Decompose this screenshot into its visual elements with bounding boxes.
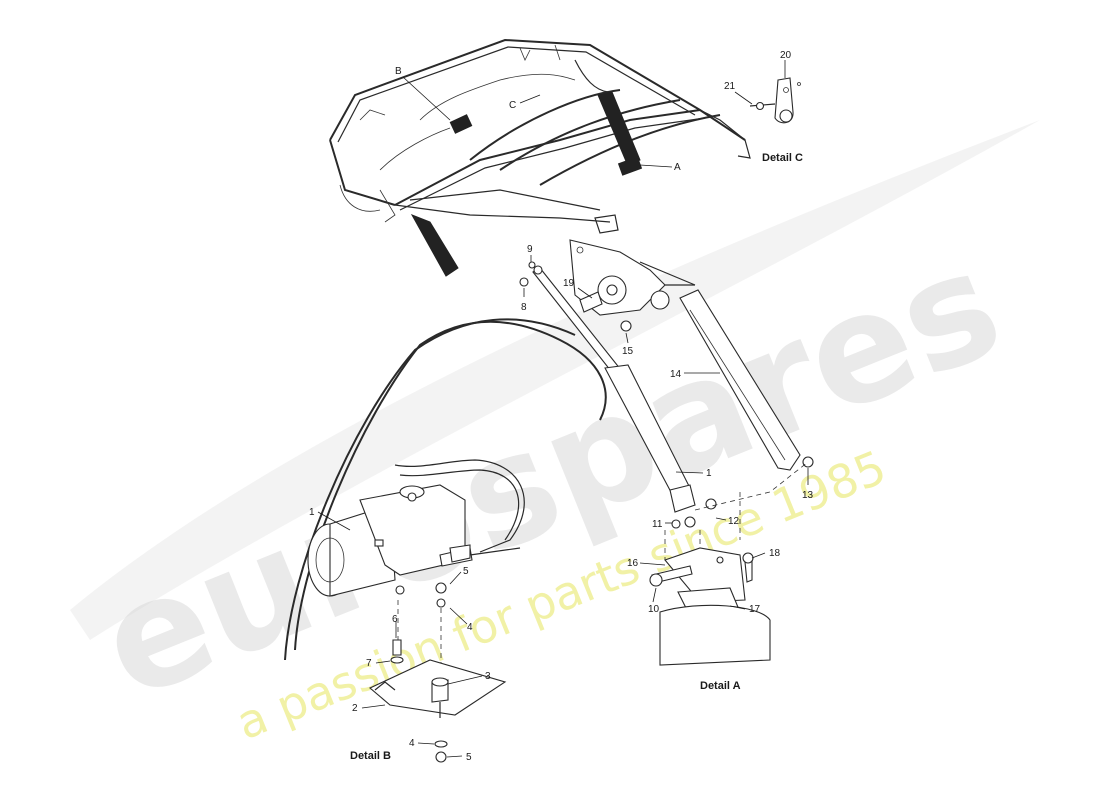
callout-6: 6 [392,614,398,625]
callout-4-lower: 4 [409,738,415,749]
detail-a-linkage [519,239,814,666]
callout-4-upper: 4 [467,622,473,633]
callout-labels: B C A 20 21 Detail C 9 8 19 15 14 1 13 1… [309,50,814,763]
watermark-swoosh [70,120,1040,640]
callout-19: 19 [563,278,575,289]
callout-1-pump: 1 [309,507,315,518]
hood-frame [329,38,751,277]
callout-c: C [509,100,516,111]
detail-a-label: Detail A [700,680,741,692]
callout-11: 11 [652,519,663,530]
detail-b-pump [307,484,507,763]
callout-1-ram: 1 [706,468,712,479]
detail-c-clip [749,77,801,124]
callout-7: 7 [366,658,372,669]
callout-a: A [674,162,681,173]
callout-20: 20 [780,50,792,61]
callout-3: 3 [485,671,491,682]
detail-c-label: Detail C [762,152,803,164]
callout-5-upper: 5 [463,566,469,577]
callout-15: 15 [622,346,634,357]
callout-5-lower: 5 [466,752,472,763]
callout-16: 16 [627,558,639,569]
callout-2: 2 [352,703,358,714]
callout-21: 21 [724,81,736,92]
detail-b-label: Detail B [350,750,391,762]
callout-17: 17 [749,604,761,615]
watermark: eurospares a passion for parts since 198… [70,120,1040,750]
callout-10: 10 [648,604,660,615]
callout-18: 18 [769,548,781,559]
callout-b: B [395,66,402,77]
callout-9: 9 [527,244,533,255]
callout-13: 13 [802,490,814,501]
callout-12: 12 [728,516,740,527]
callout-8: 8 [521,302,527,313]
leader-lines [317,60,809,758]
callout-14: 14 [670,369,682,380]
